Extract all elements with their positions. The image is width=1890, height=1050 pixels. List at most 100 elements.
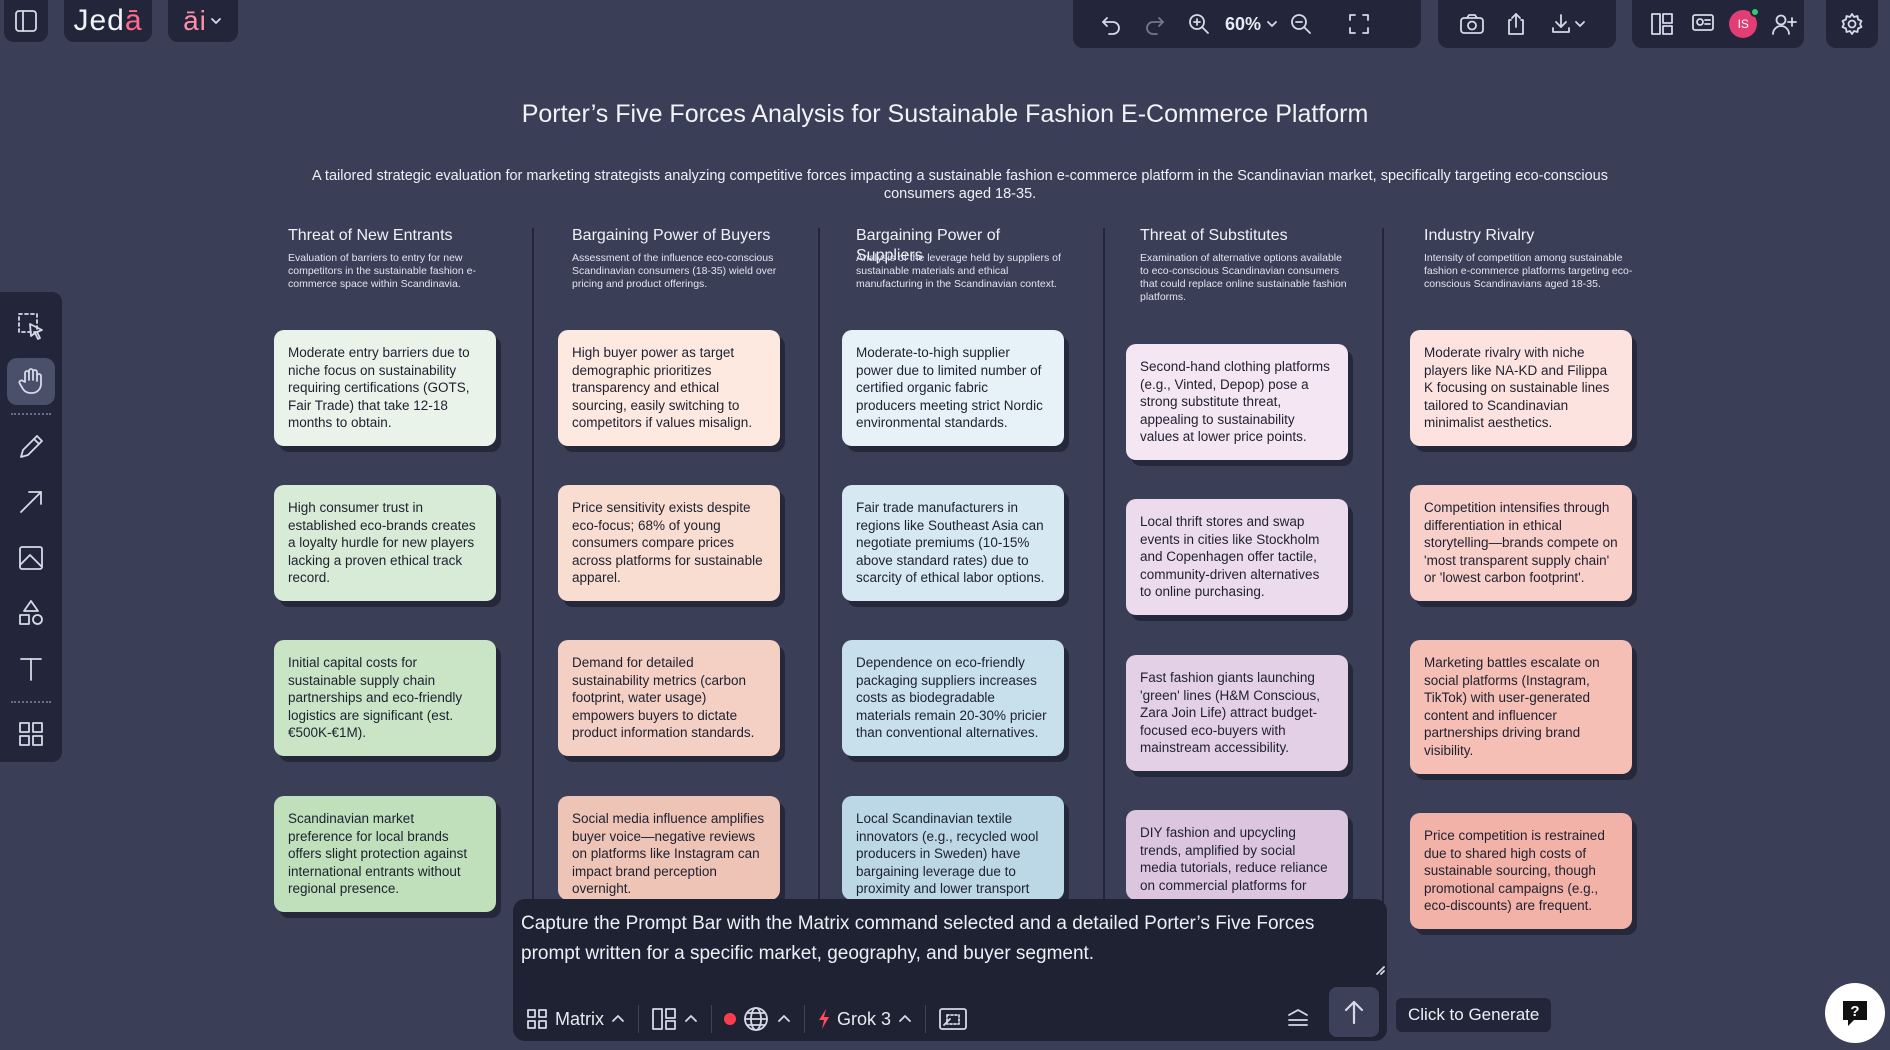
layout-icon xyxy=(652,1008,676,1030)
matrix-card[interactable]: Marketing battles escalate on social pla… xyxy=(1410,640,1632,774)
zoom-out-button[interactable] xyxy=(1279,2,1323,46)
lightning-icon xyxy=(819,1009,829,1029)
matrix-card[interactable]: Price sensitivity exists despite eco-foc… xyxy=(558,485,780,601)
logo-accent: ā xyxy=(124,4,143,37)
model-label: Grok 3 xyxy=(837,1008,892,1029)
ai-badge: āi xyxy=(183,5,207,36)
logo[interactable]: Jedā xyxy=(64,0,152,42)
column-description: Intensity of competition among sustainab… xyxy=(1424,252,1633,290)
matrix-card[interactable]: Dependence on eco-friendly packaging sup… xyxy=(842,640,1064,756)
generate-tooltip: Click to Generate xyxy=(1396,998,1552,1032)
resize-handle-icon[interactable] xyxy=(1375,965,1385,975)
zoom-select[interactable]: 60% xyxy=(1221,14,1279,35)
column-divider xyxy=(1103,228,1105,910)
globe-icon xyxy=(744,1007,768,1031)
column-heading: Threat of Substitutes xyxy=(1140,227,1288,244)
sidebar-toggle-button[interactable] xyxy=(4,0,48,42)
invite-user-button[interactable] xyxy=(1764,2,1805,46)
chevron-down-icon xyxy=(210,18,221,24)
undo-button[interactable] xyxy=(1089,2,1133,46)
divider xyxy=(638,1005,639,1033)
divider xyxy=(925,1005,927,1033)
layout-select[interactable] xyxy=(651,1007,699,1031)
column-divider xyxy=(532,228,534,910)
ai-menu-button[interactable]: āi xyxy=(168,0,238,42)
column-bargaining-power-suppliers: Bargaining Power of Suppliers Analysis o… xyxy=(856,226,1140,906)
command-select[interactable]: Matrix xyxy=(525,1007,626,1031)
matrix-card[interactable]: Social media influence amplifies buyer v… xyxy=(558,796,780,900)
tool-templates[interactable] xyxy=(7,711,55,759)
chevron-up-icon xyxy=(899,1015,911,1022)
canvas-context-button[interactable] xyxy=(938,1006,968,1032)
card-text: Price sensitivity exists despite eco-foc… xyxy=(572,500,763,586)
column-divider xyxy=(818,228,820,910)
user-avatar-button[interactable]: IS xyxy=(1723,2,1764,46)
tool-arrow[interactable] xyxy=(7,479,55,527)
matrix-card[interactable]: High buyer power as target demographic p… xyxy=(558,330,780,446)
export-controls xyxy=(1438,0,1616,48)
screenshot-button[interactable] xyxy=(1450,2,1494,46)
tool-hand[interactable] xyxy=(7,357,55,405)
matrix-card[interactable]: Price competition is restrained due to s… xyxy=(1410,813,1632,929)
column-description: Examination of alternative options avail… xyxy=(1140,252,1347,303)
card-text: Demand for detailed sustainability metri… xyxy=(572,655,755,741)
matrix-card[interactable]: Moderate rivalry with niche players like… xyxy=(1410,330,1632,446)
matrix-card[interactable]: Scandinavian market preference for local… xyxy=(274,796,496,912)
redo-button[interactable] xyxy=(1133,2,1177,46)
column-threat-substitutes: Threat of Substitutes Examination of alt… xyxy=(1140,226,1424,906)
card-text: Initial capital costs for sustainable su… xyxy=(288,655,463,741)
card-text: Local Scandinavian textile innovators (e… xyxy=(856,811,1039,897)
prompt-input[interactable]: Capture the Prompt Bar with the Matrix c… xyxy=(521,913,1315,964)
matrix-card[interactable]: Local thrift stores and swap events in c… xyxy=(1126,499,1348,615)
matrix-card[interactable]: Second-hand clothing platforms (e.g., Vi… xyxy=(1126,344,1348,460)
tool-pencil[interactable] xyxy=(7,423,55,471)
settings-button[interactable] xyxy=(1826,0,1878,48)
zoom-in-icon xyxy=(1189,14,1209,34)
tool-shapes[interactable] xyxy=(7,590,55,638)
card-text: Moderate-to-high supplier power due to l… xyxy=(856,345,1043,431)
layout-icon xyxy=(1651,13,1674,35)
help-button[interactable]: ? xyxy=(1825,983,1885,1043)
tool-image[interactable] xyxy=(7,534,55,582)
presentation-button[interactable] xyxy=(1683,2,1724,46)
divider xyxy=(804,1005,805,1033)
matrix-card[interactable]: Fast fashion giants launching 'green' li… xyxy=(1126,655,1348,771)
download-button[interactable] xyxy=(1538,2,1598,46)
tool-text[interactable] xyxy=(7,645,55,693)
matrix-card[interactable]: Fair trade manufacturers in regions like… xyxy=(842,485,1064,601)
matrix-card[interactable]: Initial capital costs for sustainable su… xyxy=(274,640,496,756)
fit-screen-button[interactable] xyxy=(1337,2,1381,46)
zoom-level: 60% xyxy=(1225,13,1262,34)
column-heading: Bargaining Power of Buyers xyxy=(572,227,771,244)
chevron-down-icon xyxy=(1267,21,1277,27)
page-subtitle: A tailored strategic evaluation for mark… xyxy=(312,168,1608,202)
column-heading: Threat of New Entrants xyxy=(288,227,453,244)
matrix-card[interactable]: Competition intensifies through differen… xyxy=(1410,485,1632,601)
tool-select[interactable] xyxy=(7,302,55,350)
undo-icon xyxy=(1102,17,1120,35)
card-text: Marketing battles escalate on social pla… xyxy=(1424,655,1600,758)
web-search-select[interactable] xyxy=(724,1005,792,1033)
download-icon xyxy=(1552,14,1570,33)
pencil-icon xyxy=(20,434,43,458)
matrix-card[interactable]: High consumer trust in established eco-b… xyxy=(274,485,496,601)
matrix-card[interactable]: DIY fashion and upcycling trends, amplif… xyxy=(1126,810,1348,900)
column-threat-new-entrants: Threat of New Entrants Evaluation of bar… xyxy=(288,226,572,906)
share-button[interactable] xyxy=(1494,2,1538,46)
toolbar-divider xyxy=(11,700,51,703)
matrix-card[interactable]: Local Scandinavian textile innovators (e… xyxy=(842,796,1064,900)
layout-button[interactable] xyxy=(1642,2,1683,46)
model-select[interactable]: Grok 3 xyxy=(817,1008,913,1030)
chevron-down-icon xyxy=(1575,21,1585,27)
zoom-in-button[interactable] xyxy=(1177,2,1221,46)
logo-main: Jed xyxy=(73,4,125,37)
matrix-icon xyxy=(527,1009,547,1029)
matrix-card[interactable]: Moderate entry barriers due to niche foc… xyxy=(274,330,496,446)
card-text: Second-hand clothing platforms (e.g., Vi… xyxy=(1140,359,1330,445)
matrix-card[interactable]: Moderate-to-high supplier power due to l… xyxy=(842,330,1064,446)
matrix-card[interactable]: Demand for detailed sustainability metri… xyxy=(558,640,780,756)
generate-button[interactable] xyxy=(1329,987,1379,1037)
prompt-bar: Capture the Prompt Bar with the Matrix c… xyxy=(513,899,1387,1041)
expand-prompt-button[interactable] xyxy=(1285,1005,1311,1031)
toolbar-divider xyxy=(11,413,51,415)
